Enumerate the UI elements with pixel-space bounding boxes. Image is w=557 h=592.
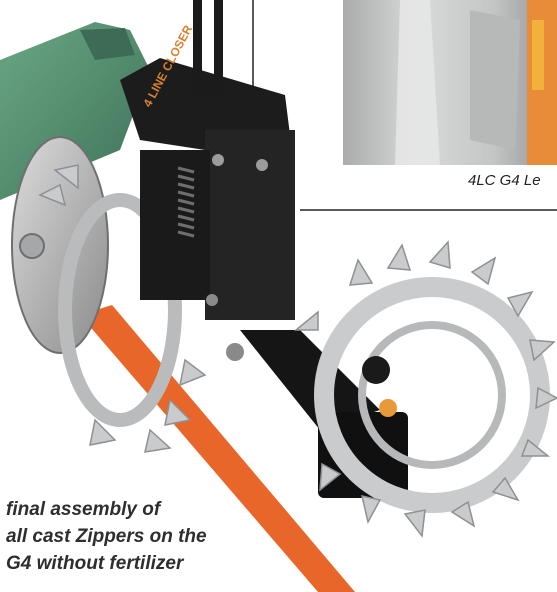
caption-line-3: G4 without fertilizer [6,553,184,574]
closing-wheel-right [293,240,557,538]
inset-caption: 4LC G4 Le [468,172,541,189]
spring [177,166,195,238]
closing-wheel-left [19,164,207,453]
black-bracket: 4 LINE CLOSER [120,22,408,498]
orange-bar [80,305,355,592]
top-handle [190,0,226,97]
figure-caption: final assembly of all cast Zippers on th… [6,496,306,577]
disc-opener [11,136,109,354]
caption-line-2: all cast Zippers on the [6,526,207,547]
inset-photo [343,0,557,165]
caption-line-1: final assembly of [6,499,161,520]
